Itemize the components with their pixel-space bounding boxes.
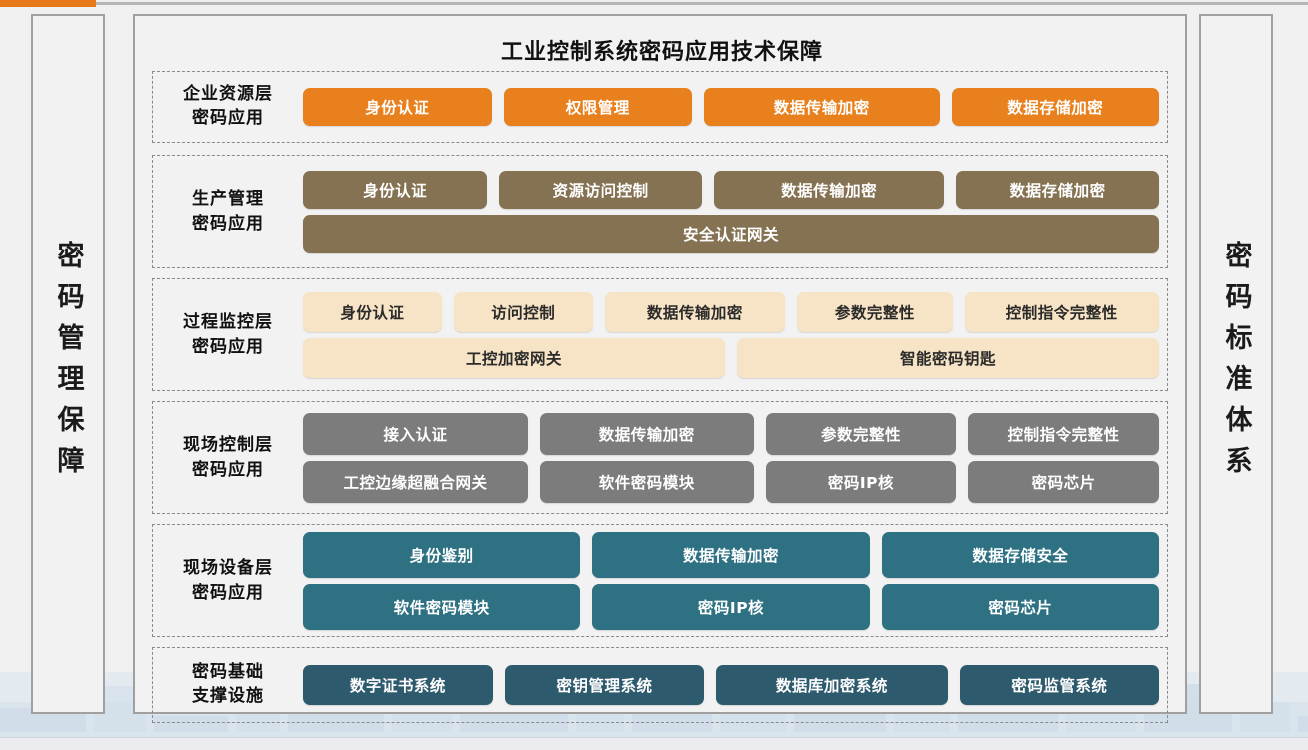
layer-label-line1: 密码基础 [192, 662, 264, 683]
layer-row: 过程监控层密码应用身份认证访问控制数据传输加密参数完整性控制指令完整性工控加密网… [152, 278, 1168, 391]
layer-label-line1: 现场控制层 [183, 434, 273, 455]
layer-row: 企业资源层密码应用身份认证权限管理数据传输加密数据存储加密 [152, 71, 1168, 143]
capability-chip[interactable]: 数据存储安全 [881, 531, 1159, 578]
layer-label: 生产管理密码应用 [153, 187, 303, 236]
capability-chip[interactable]: 数字证书系统 [303, 665, 493, 705]
top-accent-bar [0, 0, 96, 7]
capability-chip[interactable]: 安全认证网关 [303, 214, 1159, 253]
capability-chip[interactable]: 权限管理 [503, 88, 692, 126]
capability-chip[interactable]: 接入认证 [303, 412, 529, 455]
capability-chip[interactable]: 软件密码模块 [540, 460, 754, 503]
chip-row: 身份鉴别数据传输加密数据存储安全 [303, 531, 1159, 578]
layer-body: 身份认证资源访问控制数据传输加密数据存储加密安全认证网关 [303, 170, 1167, 253]
layer-label-line2: 密码应用 [192, 213, 264, 234]
chip-row: 软件密码模块密码IP核密码芯片 [303, 583, 1159, 630]
layer-row: 密码基础支撑设施数字证书系统密钥管理系统数据库加密系统密码监管系统 [152, 647, 1168, 723]
chip-row: 身份认证访问控制数据传输加密参数完整性控制指令完整性 [303, 291, 1159, 332]
capability-chip[interactable]: 身份鉴别 [303, 531, 581, 578]
chip-row: 接入认证数据传输加密参数完整性控制指令完整性 [303, 412, 1159, 455]
capability-chip[interactable]: 访问控制 [453, 291, 593, 332]
capability-chip[interactable]: 密码监管系统 [959, 665, 1160, 705]
capability-chip[interactable]: 控制指令完整性 [964, 291, 1159, 332]
capability-chip[interactable]: 数据传输加密 [604, 291, 786, 332]
layer-label: 企业资源层密码应用 [153, 83, 303, 131]
layer-label-line2: 支撑设施 [192, 686, 264, 706]
right-side-label: 密码标准体系 [1220, 241, 1252, 487]
layer-label-line1: 过程监控层 [183, 311, 273, 332]
capability-chip[interactable]: 数据存储加密 [951, 88, 1159, 126]
layer-label: 过程监控层密码应用 [153, 310, 303, 359]
capability-chip[interactable]: 参数完整性 [797, 291, 953, 332]
capability-chip[interactable]: 控制指令完整性 [968, 412, 1159, 455]
layer-label-line1: 生产管理 [192, 188, 264, 209]
center-panel: 工业控制系统密码应用技术保障 企业资源层密码应用身份认证权限管理数据传输加密数据… [133, 14, 1187, 723]
diagram-title: 工业控制系统密码应用技术保障 [500, 40, 823, 65]
left-side-panel: 密码管理保障 [31, 14, 105, 714]
layer-label-line2: 密码应用 [192, 336, 264, 357]
capability-chip[interactable]: 密钥管理系统 [504, 665, 705, 705]
layer-body: 接入认证数据传输加密参数完整性控制指令完整性工控边缘超融合网关软件密码模块密码I… [303, 412, 1167, 503]
capability-chip[interactable]: 参数完整性 [765, 412, 957, 455]
top-gray-rule [96, 2, 1308, 5]
layer-label-line2: 密码应用 [192, 108, 264, 128]
layer-label-line1: 现场设备层 [183, 557, 273, 578]
chip-row: 身份认证资源访问控制数据传输加密数据存储加密 [303, 170, 1160, 209]
layer-body: 身份鉴别数据传输加密数据存储安全软件密码模块密码IP核密码芯片 [303, 531, 1167, 630]
capability-chip[interactable]: 密码IP核 [592, 583, 870, 630]
capability-chip[interactable]: 数据存储加密 [956, 170, 1160, 209]
layer-row: 现场设备层密码应用身份鉴别数据传输加密数据存储安全软件密码模块密码IP核密码芯片 [152, 524, 1168, 637]
capability-chip[interactable]: 身份认证 [303, 170, 488, 209]
capability-chip[interactable]: 工控边缘超融合网关 [303, 460, 529, 503]
capability-chip[interactable]: 密码IP核 [765, 460, 957, 503]
left-side-label: 密码管理保障 [52, 241, 84, 487]
capability-chip[interactable]: 身份认证 [303, 88, 492, 126]
capability-chip[interactable]: 数据传输加密 [592, 531, 870, 578]
chip-row: 身份认证权限管理数据传输加密数据存储加密 [303, 88, 1159, 126]
capability-chip[interactable]: 密码芯片 [881, 583, 1159, 630]
capability-chip[interactable]: 软件密码模块 [303, 583, 581, 630]
layer-label-line2: 密码应用 [192, 582, 264, 603]
capability-chip[interactable]: 数据库加密系统 [716, 665, 948, 705]
capability-chip[interactable]: 资源访问控制 [499, 170, 702, 209]
layer-label-line2: 密码应用 [192, 459, 264, 480]
chip-row: 数字证书系统密钥管理系统数据库加密系统密码监管系统 [303, 665, 1160, 705]
capability-chip[interactable]: 工控加密网关 [303, 337, 725, 378]
layer-body: 身份认证访问控制数据传输加密参数完整性控制指令完整性工控加密网关智能密码钥匙 [303, 291, 1167, 378]
capability-chip[interactable]: 数据传输加密 [704, 88, 940, 126]
layer-label-line1: 企业资源层 [183, 84, 273, 105]
capability-chip[interactable]: 数据传输加密 [713, 170, 945, 209]
capability-chip[interactable]: 密码芯片 [968, 460, 1159, 503]
capability-chip[interactable]: 智能密码钥匙 [737, 337, 1159, 378]
layer-label: 现场控制层密码应用 [153, 433, 303, 482]
capability-chip[interactable]: 身份认证 [303, 291, 442, 332]
bottom-strip [0, 737, 1308, 750]
layer-row: 生产管理密码应用身份认证资源访问控制数据传输加密数据存储加密安全认证网关 [152, 155, 1168, 268]
chip-row: 工控加密网关智能密码钥匙 [303, 337, 1159, 378]
layer-body: 数字证书系统密钥管理系统数据库加密系统密码监管系统 [303, 665, 1167, 705]
chip-row: 安全认证网关 [303, 214, 1159, 253]
layer-label: 密码基础支撑设施 [153, 661, 303, 709]
capability-chip[interactable]: 数据传输加密 [540, 412, 754, 455]
right-side-panel: 密码标准体系 [1199, 14, 1273, 714]
layer-label: 现场设备层密码应用 [153, 556, 303, 605]
layer-row: 现场控制层密码应用接入认证数据传输加密参数完整性控制指令完整性工控边缘超融合网关… [152, 401, 1168, 514]
layer-body: 身份认证权限管理数据传输加密数据存储加密 [303, 88, 1167, 126]
chip-row: 工控边缘超融合网关软件密码模块密码IP核密码芯片 [303, 460, 1159, 503]
